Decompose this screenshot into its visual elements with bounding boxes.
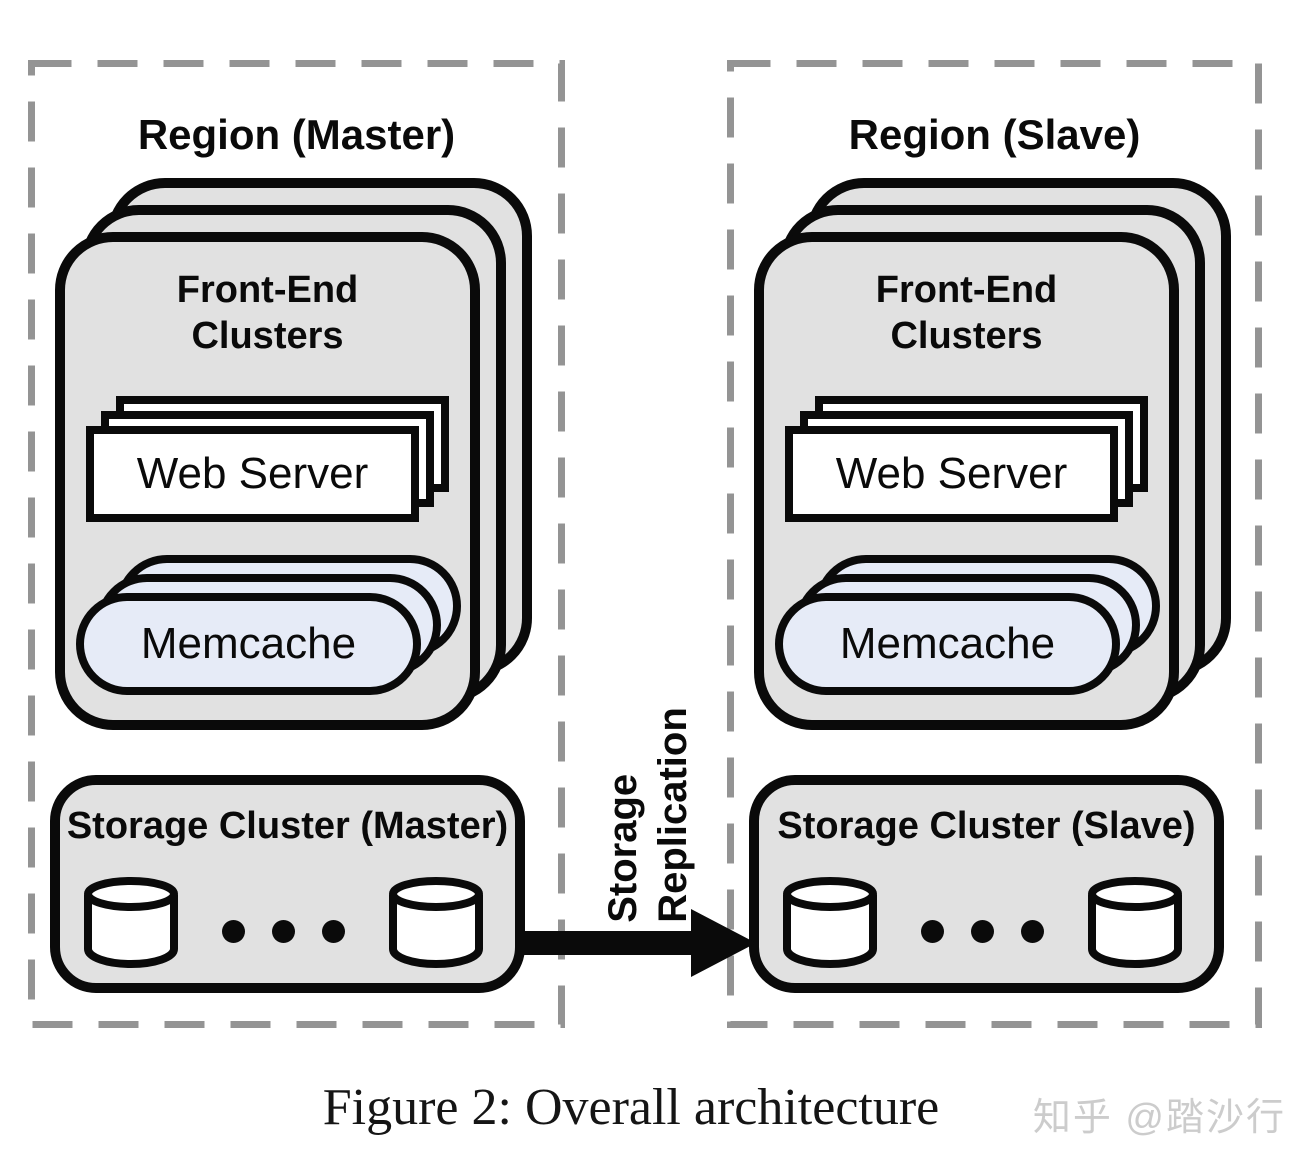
database-cylinder-icon [783,877,877,968]
storage-nodes-row [82,877,485,969]
ellipsis-dot [272,919,295,943]
front-end-clusters-title-line2: Clusters [191,314,344,357]
front-end-cluster: Front-End Clusters Web Server Memcache [754,232,1179,730]
region-slave: Region (Slave) Front-End Clusters Web Se… [727,60,1262,1028]
storage-cluster-master: Storage Cluster (Master) [50,775,525,993]
ellipsis-dot [222,919,245,943]
ellipsis-dot [971,919,994,943]
storage-nodes-row [781,877,1184,969]
web-server-box: Web Server [785,426,1118,522]
ellipsis-dots-icon [222,919,345,943]
storage-cluster-slave: Storage Cluster (Slave) [749,775,1224,993]
front-end-cluster: Front-End Clusters Web Server Memcache [55,232,480,730]
region-master: Region (Master) Front-End Clusters Web S… [28,60,565,1028]
region-master-title: Region (Master) [137,110,456,158]
database-cylinder-icon [84,877,178,968]
storage-replication-label-line1: Storage [601,773,645,923]
ellipsis-dot [1021,919,1044,943]
storage-replication-label: Storage Replication [598,707,698,923]
front-end-clusters-title: Front-End Clusters [65,268,470,359]
memcache-box: Memcache [76,593,421,695]
front-end-clusters-title-line1: Front-End [176,269,359,311]
region-slave-title: Region (Slave) [848,110,1141,158]
storage-cluster-master-title: Storage Cluster (Master) [66,805,509,847]
front-end-clusters-title: Front-End Clusters [764,268,1169,359]
database-cylinder-icon [389,877,483,968]
figure-caption: Figure 2: Overall architecture [322,1079,940,1136]
storage-cluster-slave-title: Storage Cluster (Slave) [777,805,1196,847]
database-cylinder-icon [1088,877,1182,968]
storage-replication-label-line2: Replication [651,707,695,923]
ellipsis-dot [921,919,944,943]
watermark: 知乎 @踏沙行 [1032,1097,1286,1139]
memcache-label: Memcache [140,619,357,668]
web-server-box: Web Server [86,426,419,522]
ellipsis-dot [322,919,345,943]
ellipsis-dots-icon [921,919,1044,943]
web-server-label: Web Server [835,449,1068,498]
memcache-box: Memcache [775,593,1120,695]
front-end-clusters-title-line1: Front-End [875,269,1058,311]
memcache-label: Memcache [839,619,1056,668]
front-end-clusters-title-line2: Clusters [890,314,1043,357]
web-server-label: Web Server [136,449,369,498]
